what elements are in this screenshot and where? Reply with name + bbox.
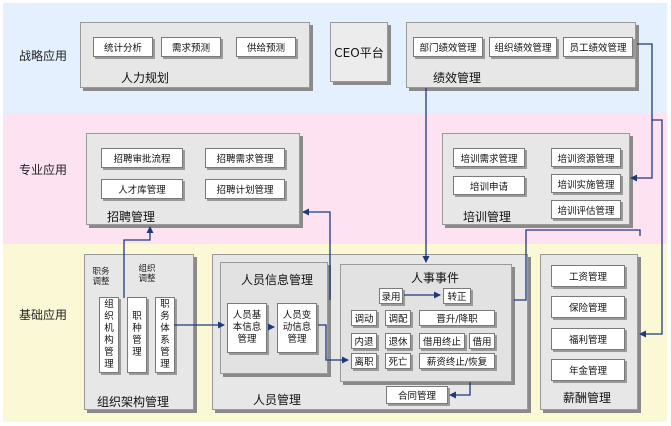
training-item[interactable]: 培训实施管理: [551, 174, 621, 193]
training-item[interactable]: 培训需求管理: [453, 148, 525, 167]
compensation-item[interactable]: 福利管理: [551, 328, 625, 350]
training-item[interactable]: 培训申请: [453, 176, 525, 195]
training-panel: 培训需求管理 培训资源管理 培训申请 培训实施管理 培训评估管理 培训管理: [442, 133, 630, 225]
event-retire[interactable]: 退休: [385, 333, 411, 349]
performance-item[interactable]: 组织绩效管理: [489, 37, 557, 57]
recruitment-panel: 招聘审批流程 招聘需求管理 人才库管理 招聘计划管理 招聘管理: [86, 133, 300, 225]
event-loan[interactable]: 借用: [469, 333, 495, 349]
hr-planning-item[interactable]: 供给预测: [236, 37, 296, 57]
hr-planning-panel: 统计分析 需求预测 供给预测 人力规划: [80, 22, 310, 88]
recruitment-item[interactable]: 招聘计划管理: [205, 179, 285, 199]
compensation-item[interactable]: 年金管理: [551, 359, 625, 381]
recruitment-item[interactable]: 人才库管理: [101, 179, 183, 199]
arrow-events-to-comp: [514, 229, 641, 301]
event-death[interactable]: 死亡: [385, 353, 411, 369]
hr-planning-title: 人力规划: [121, 71, 170, 85]
recruitment-item[interactable]: 招聘审批流程: [101, 148, 183, 168]
training-item[interactable]: 培训评估管理: [551, 200, 621, 219]
org-label-position-adjust: 职务调整: [92, 267, 110, 287]
performance-item[interactable]: 部门绩效管理: [413, 37, 483, 57]
performance-item[interactable]: 员工绩效管理: [563, 37, 633, 57]
event-loan-end[interactable]: 借用终止: [419, 333, 465, 349]
training-title: 培训管理: [463, 210, 512, 224]
org-structure-item[interactable]: 职务体系管理: [155, 297, 175, 373]
personnel-title: 人员管理: [253, 393, 302, 407]
arrow-perf-to-comp: [639, 119, 663, 338]
strategy-band-label: 战略应用: [19, 49, 68, 63]
arrow-change-to-resign: [318, 324, 349, 364]
org-label-org-adjust: 组织调整: [138, 264, 156, 284]
arrow-org-to-recruit: [123, 226, 154, 298]
training-item[interactable]: 培训资源管理: [551, 148, 621, 167]
ceo-platform-label[interactable]: CEO平台: [331, 23, 387, 81]
arrow-perf-to-training: [630, 43, 653, 182]
org-structure-item[interactable]: 组织机构管理: [99, 297, 119, 373]
compensation-panel: 工资管理 保险管理 福利管理 年金管理 薪酬管理: [540, 254, 638, 410]
event-confirm[interactable]: 转正: [443, 288, 471, 304]
hr-planning-item[interactable]: 需求预测: [161, 37, 221, 57]
recruitment-title: 招聘管理: [107, 210, 156, 224]
org-structure-item[interactable]: 职种管理: [127, 297, 147, 373]
professional-band-label: 专业应用: [19, 163, 68, 177]
compensation-item[interactable]: 保险管理: [551, 296, 625, 318]
personnel-events-title: 人事事件: [411, 271, 460, 285]
org-structure-panel: 职务调整 组织调整 组织机构管理 职种管理 职务体系管理 组织架构管理: [84, 254, 194, 410]
personnel-info-item[interactable]: 人员变动信息管理: [277, 303, 317, 353]
event-allocate[interactable]: 调配: [385, 310, 411, 326]
event-early-retire[interactable]: 内退: [351, 333, 377, 349]
event-transfer[interactable]: 调动: [351, 310, 377, 326]
performance-panel: 部门绩效管理 组织绩效管理 员工绩效管理 绩效管理: [406, 22, 636, 88]
compensation-title: 薪酬管理: [563, 391, 612, 405]
personnel-events-panel: 人事事件 录用 转正 调动 调配 晋升/降职 内退 退休 借用终止 借用 离职 …: [340, 264, 512, 382]
arrow-events-to-contract: [449, 382, 471, 399]
performance-title: 绩效管理: [433, 71, 482, 85]
contract-management[interactable]: 合同管理: [386, 386, 448, 404]
recruitment-item[interactable]: 招聘需求管理: [205, 148, 285, 168]
personnel-info-item[interactable]: 人员基本信息管理: [227, 303, 267, 353]
arrow-personnel-to-recruit: [302, 208, 331, 300]
personnel-info-title: 人员信息管理: [241, 273, 314, 287]
event-promotion[interactable]: 晋升/降职: [419, 310, 495, 326]
org-structure-title: 组织架构管理: [97, 395, 170, 409]
compensation-item[interactable]: 工资管理: [551, 265, 625, 287]
personnel-info-panel: 人员信息管理 人员基本信息管理 人员变动信息管理: [220, 262, 328, 374]
basic-band-label: 基础应用: [19, 308, 68, 322]
event-salary-stop[interactable]: 薪资终止/恢复: [419, 353, 495, 369]
ceo-platform-panel: CEO平台: [330, 22, 388, 82]
hr-planning-item[interactable]: 统计分析: [93, 37, 153, 57]
event-resign[interactable]: 离职: [351, 353, 377, 369]
event-hire[interactable]: 录用: [379, 288, 403, 304]
